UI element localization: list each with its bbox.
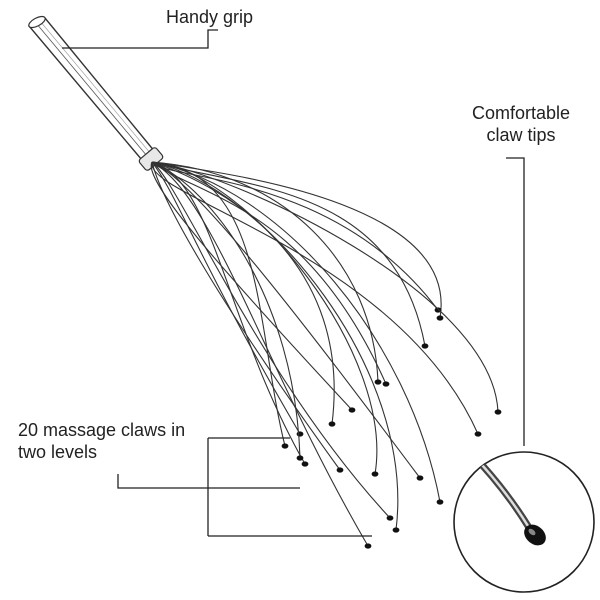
claw-wire xyxy=(151,161,479,435)
grip-callout-label: Handy grip xyxy=(166,7,254,27)
claw-tip xyxy=(371,471,379,477)
claw-tip xyxy=(436,499,444,505)
claw-tip xyxy=(281,443,289,449)
claw-tip xyxy=(421,343,429,349)
claw-wire xyxy=(151,161,378,475)
leader-lines xyxy=(62,29,525,537)
claws-callout-line: 20 massage claws in xyxy=(18,420,186,440)
claw-tip xyxy=(382,381,390,387)
claw-wire xyxy=(151,161,439,311)
claws-callout-label: 20 massage claws in two levels xyxy=(18,419,185,463)
claw-tip xyxy=(374,379,382,385)
handle-body xyxy=(27,17,162,167)
tips-callout-line: claw tips xyxy=(486,125,556,145)
claw-wire xyxy=(151,161,306,465)
claw-wire xyxy=(150,161,353,411)
claw-wire xyxy=(151,161,301,435)
claw-wire xyxy=(151,161,301,459)
handle-top-cap xyxy=(28,15,46,29)
claw-tip xyxy=(386,515,394,521)
claw-tip xyxy=(336,467,344,473)
claw-tip xyxy=(436,315,444,321)
claw-tip xyxy=(296,455,304,461)
claw-wire xyxy=(151,161,379,383)
tip-magnifier xyxy=(453,451,595,593)
claw-tip xyxy=(416,475,424,481)
claw-tip xyxy=(392,527,400,533)
claw-tip xyxy=(301,461,309,467)
claw-wire xyxy=(151,161,442,319)
magnified-tip-shine xyxy=(528,528,536,536)
claw-wire xyxy=(151,161,399,531)
claw-wire xyxy=(151,161,387,385)
grip-leader-line xyxy=(62,29,218,49)
claw-wire xyxy=(151,161,369,547)
claws-leader-line xyxy=(117,474,208,489)
tips-callout-line: Comfortable xyxy=(471,103,571,123)
claw-tip xyxy=(474,431,482,437)
tips-leader-line xyxy=(506,157,525,446)
claw-wire xyxy=(151,161,391,519)
claws-callout-line: two levels xyxy=(18,442,98,462)
handle xyxy=(27,15,164,171)
handle-facet xyxy=(39,20,157,161)
claw-wire xyxy=(151,161,421,479)
claw-tip xyxy=(494,409,502,415)
claw-tip xyxy=(296,431,304,437)
claw-wire xyxy=(151,161,499,413)
claw-tip xyxy=(328,421,336,427)
massage-claws xyxy=(150,161,502,549)
claw-tip xyxy=(348,407,356,413)
claw-wire xyxy=(151,161,441,503)
tips-callout-label: Comfortable claw tips xyxy=(466,102,576,146)
claw-tip xyxy=(364,543,372,549)
handle-facet xyxy=(35,22,153,163)
